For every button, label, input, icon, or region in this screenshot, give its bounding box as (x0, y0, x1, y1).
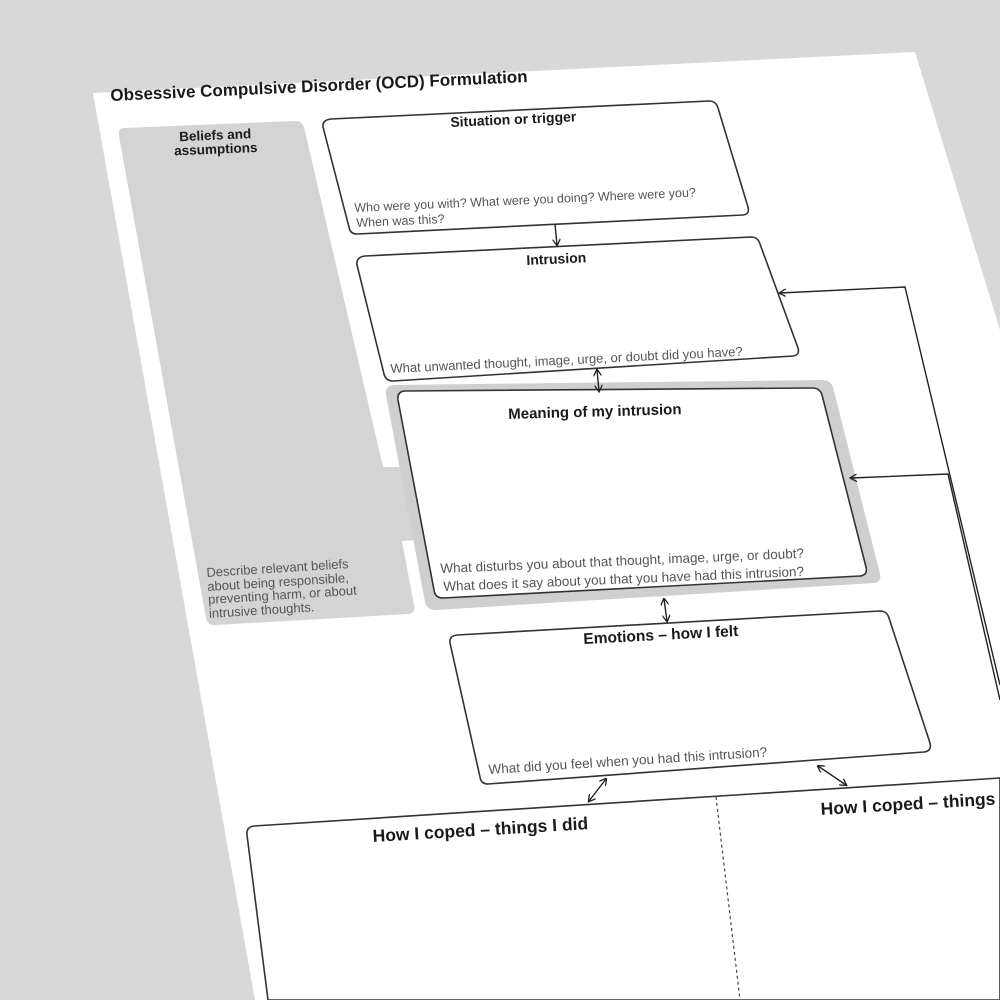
feedback-line-meaning (851, 473, 1000, 701)
arrow-situation-intrusion (555, 223, 557, 245)
feedback-line-intrusion (780, 286, 1000, 686)
arrow-meaning-emotions (664, 599, 667, 621)
intrusion-title: Intrusion (526, 249, 587, 268)
beliefs-panel (118, 121, 417, 626)
arrow-intrusion-meaning (597, 370, 599, 391)
meaning-box (397, 387, 868, 599)
situation-box (322, 100, 750, 235)
beliefs-hint: Describe relevant beliefs about being re… (206, 556, 358, 620)
coped-divider (715, 796, 741, 1000)
beliefs-title: Beliefs and assumptions (160, 126, 271, 159)
emotions-box (449, 610, 932, 785)
arrow-emotions-coped-thought (818, 766, 846, 785)
coped-box (246, 777, 1000, 1000)
arrow-emotions-coped-did (589, 779, 606, 801)
intrusion-box (356, 236, 800, 382)
